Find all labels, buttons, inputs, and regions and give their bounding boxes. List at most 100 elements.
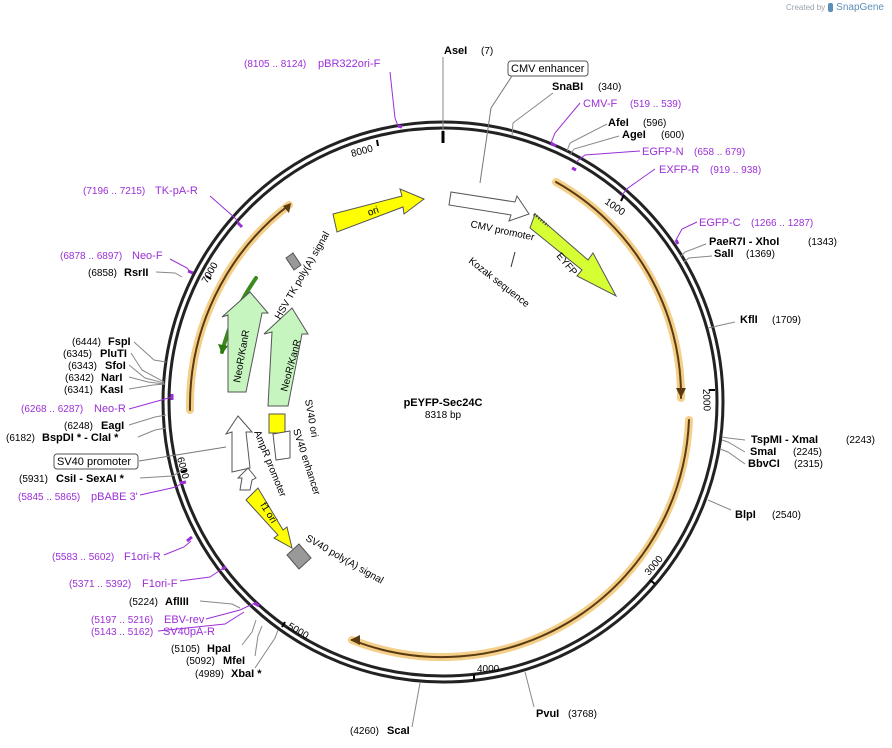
leader-blpi [707, 499, 732, 511]
site-snabi-name[interactable]: SnaBI [552, 81, 583, 93]
primer-f1orif-name[interactable]: F1ori-F [142, 578, 178, 590]
primer-egfpn-name[interactable]: EGFP-N [642, 146, 684, 158]
orf-arrowheads [218, 203, 686, 645]
eyfp-arrow[interactable] [529, 213, 618, 298]
leader-fspi [133, 341, 167, 363]
primer-ebvrev-name[interactable]: EBV-rev [164, 614, 205, 626]
primer-sv40par-name[interactable]: SV40pA-R [163, 626, 215, 638]
site-fspi-name[interactable]: FspI [108, 336, 131, 348]
site-pvui-name[interactable]: PvuI [536, 708, 559, 720]
leader-exfpr [620, 168, 656, 197]
site-agei-pos: (600) [661, 130, 684, 141]
leader-xhoi [679, 243, 707, 258]
primer-cmvf-name[interactable]: CMV-F [583, 98, 618, 110]
site-clai-name[interactable]: BspDI * - ClaI * [42, 432, 119, 444]
site-bbvci-name[interactable]: BbvCI [748, 458, 780, 470]
arrowhead-neo [218, 344, 228, 354]
primer-f1orif-pos: (5371 .. 5392) [69, 579, 131, 590]
site-pluti-pos: (6345) [63, 349, 92, 360]
leader-afliii [199, 600, 241, 609]
site-agei-name[interactable]: AgeI [622, 129, 646, 141]
sv40-enhancer-label: SV40 enhancer [290, 428, 322, 498]
primer-egfpc-name[interactable]: EGFP-C [699, 217, 741, 229]
primer-tkpar-name[interactable]: TK-pA-R [155, 185, 198, 197]
f1-ori-arrow[interactable] [245, 487, 293, 549]
primer-neor-name[interactable]: Neo-R [94, 403, 126, 415]
leader-f1orir [163, 540, 192, 556]
site-hpai-pos: (5105) [171, 644, 200, 655]
site-asei-name[interactable]: AseI [444, 45, 467, 57]
site-scai-name[interactable]: ScaI [387, 725, 410, 737]
site-blpi-name[interactable]: BlpI [735, 509, 756, 521]
leader-nari [128, 376, 165, 385]
cmv-enhancer-box [507, 60, 589, 77]
mark-neof [187, 269, 194, 275]
sv40-promoter-leader [138, 446, 227, 462]
neo-arrow-right[interactable] [263, 307, 309, 407]
leader-smai [721, 439, 746, 453]
site-afliii-name[interactable]: AflIII [165, 596, 189, 608]
site-nari-name[interactable]: NarI [101, 372, 122, 384]
site-eagi-name[interactable]: EagI [101, 420, 124, 432]
tick-mark-8000 [376, 139, 379, 147]
primer-pbabe-pos: (5845 .. 5865) [18, 492, 80, 503]
ori-arrow[interactable] [332, 188, 425, 233]
site-kfli-name[interactable]: KflI [740, 314, 758, 326]
site-scai-pos: (4260) [350, 726, 379, 737]
sv40-promoter-arrow[interactable] [224, 415, 254, 473]
tick-mark-6000 [180, 469, 188, 473]
site-sfoi-name[interactable]: SfoI [105, 360, 126, 372]
site-pluti-name[interactable]: PluTI [100, 348, 127, 360]
mark-pbr [397, 124, 403, 129]
mark-f1orif [221, 565, 227, 571]
plasmid-length: 8318 bp [425, 410, 462, 421]
primer-leaders [128, 71, 698, 632]
mark-egfpc [674, 239, 680, 245]
ampr-promoter-arrow[interactable] [236, 467, 257, 491]
site-sexai-pos: (5931) [19, 474, 48, 485]
primer-neof-name[interactable]: Neo-F [132, 250, 163, 262]
site-xbai-pos: (4989) [195, 669, 224, 680]
site-xbai-name[interactable]: XbaI * [231, 668, 262, 680]
leader-afei [566, 123, 608, 152]
sv40-ori-box[interactable] [268, 413, 286, 434]
primer-pbabe-name[interactable]: pBABE 3' [91, 491, 138, 503]
leader-clai [137, 427, 167, 438]
primer-f1orir-name[interactable]: F1ori-R [124, 551, 161, 563]
site-hpai-name[interactable]: HpaI [207, 643, 231, 655]
tick-4000: 4000 [477, 664, 500, 675]
leader-sali [683, 255, 713, 263]
site-xmai-name[interactable]: TspMI - XmaI [751, 434, 818, 446]
site-rsrii-name[interactable]: RsrII [124, 267, 148, 279]
site-sexai-name[interactable]: CsiI - SexAI * [56, 473, 125, 485]
sv40-polya-mark[interactable] [286, 543, 312, 570]
site-kasi-name[interactable]: KasI [100, 384, 123, 396]
kozak-label: Kozak sequence [466, 256, 531, 310]
orf-sec24c-glow [348, 416, 693, 662]
site-sali-name[interactable]: SalI [714, 248, 734, 260]
site-snabi-pos: (340) [598, 82, 621, 93]
site-pvui-pos: (3768) [568, 709, 597, 720]
site-afliii-pos: (5224) [129, 597, 158, 608]
site-nari-pos: (6342) [65, 373, 94, 384]
arrowhead-eyfp [676, 388, 686, 398]
site-mfei-name[interactable]: MfeI [223, 655, 245, 667]
leader-rsrii [155, 271, 183, 278]
cmv-promoter-arrow[interactable] [448, 191, 530, 222]
neo-arrow-left[interactable] [221, 291, 270, 393]
primer-exfpr-name[interactable]: EXFP-R [659, 164, 699, 176]
kozak-leader [510, 251, 516, 268]
primer-ebvrev-pos: (5197 .. 5216) [91, 615, 153, 626]
hsv-polya-mark[interactable] [285, 252, 302, 271]
tick-7000: 7000 [200, 260, 221, 285]
leader-kfli [707, 321, 736, 329]
tick-mark-3000 [649, 579, 656, 585]
cmv-enhancer-leader [479, 107, 492, 184]
site-xhoi-name[interactable]: PaeR7I - XhoI [709, 236, 779, 248]
site-smai-name[interactable]: SmaI [750, 446, 776, 458]
sv40-enhancer-box[interactable] [272, 430, 291, 461]
primer-exfpr-pos: (919 .. 938) [710, 165, 761, 176]
site-afei-name[interactable]: AfeI [608, 117, 629, 129]
primer-pbr-name[interactable]: pBR322ori-F [318, 58, 381, 70]
orf-eyfp [555, 181, 683, 399]
